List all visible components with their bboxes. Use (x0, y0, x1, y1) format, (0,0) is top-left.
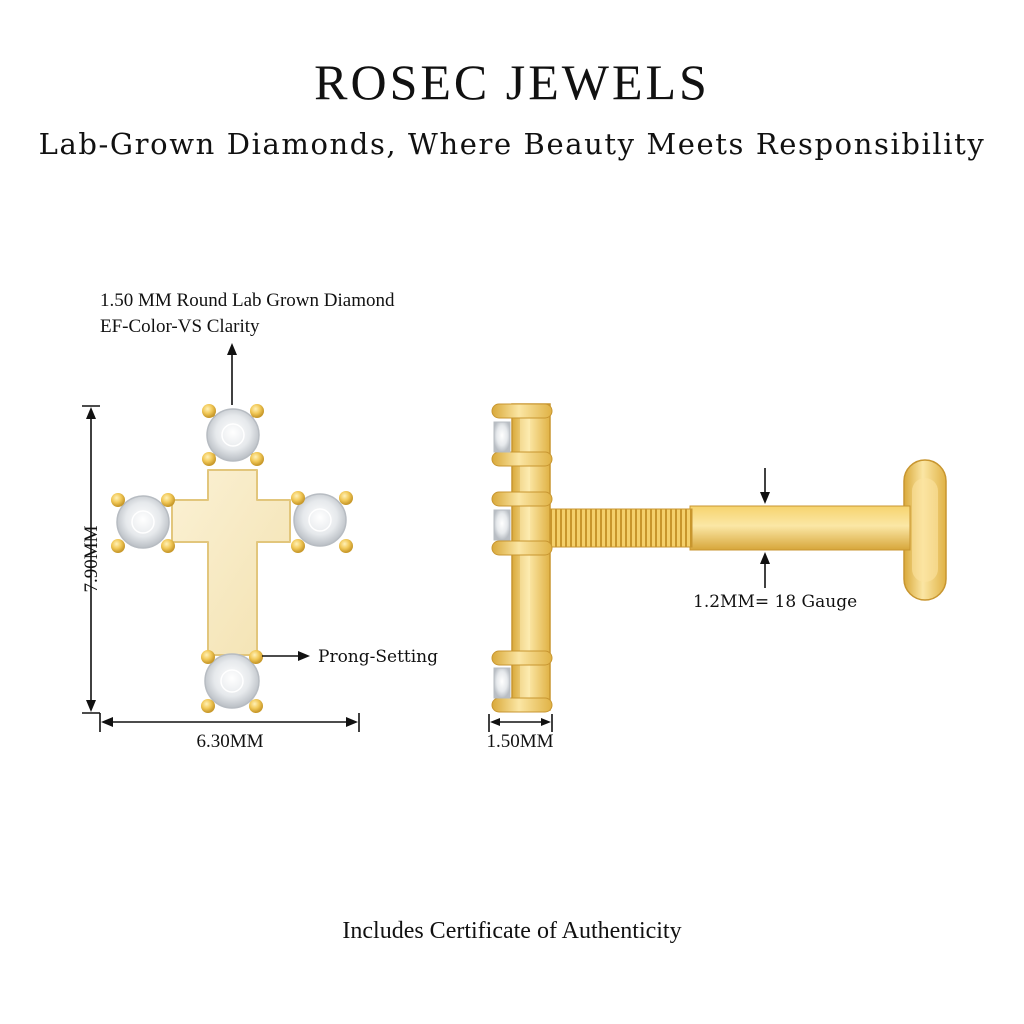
side-prongs-bottom (491, 650, 553, 713)
diamond-bottom (201, 650, 263, 713)
diamond-clarity-label: EF-Color-VS Clarity (100, 316, 260, 337)
diamond-right (291, 491, 353, 553)
height-dimension-label: 7.90MM (81, 525, 102, 593)
cross-plate (171, 469, 291, 656)
post-shaft (689, 505, 911, 551)
side-prongs-middle (491, 491, 553, 556)
diamond-top (202, 404, 264, 466)
brand-tagline: Lab-Grown Diamonds, Where Beauty Meets R… (38, 127, 986, 161)
dimension-lines-side (488, 468, 770, 732)
width-dimension-label: 6.30MM (196, 731, 264, 752)
stud-side-view (491, 403, 947, 713)
diamond-left (111, 493, 175, 553)
cross-front-view (111, 404, 353, 713)
diamond-spec-label: 1.50 MM Round Lab Grown Diamond (100, 290, 395, 311)
certificate-note: Includes Certificate of Authenticity (342, 918, 682, 944)
brand-title: ROSEC JEWELS (314, 54, 710, 110)
side-prongs-top (491, 403, 553, 467)
depth-dimension-label: 1.50MM (486, 731, 554, 752)
dimension-lines-front (82, 343, 360, 732)
post-thread (549, 508, 693, 548)
gauge-label: 1.2MM= 18 Gauge (693, 592, 858, 612)
prong-setting-label: Prong-Setting (318, 647, 439, 667)
